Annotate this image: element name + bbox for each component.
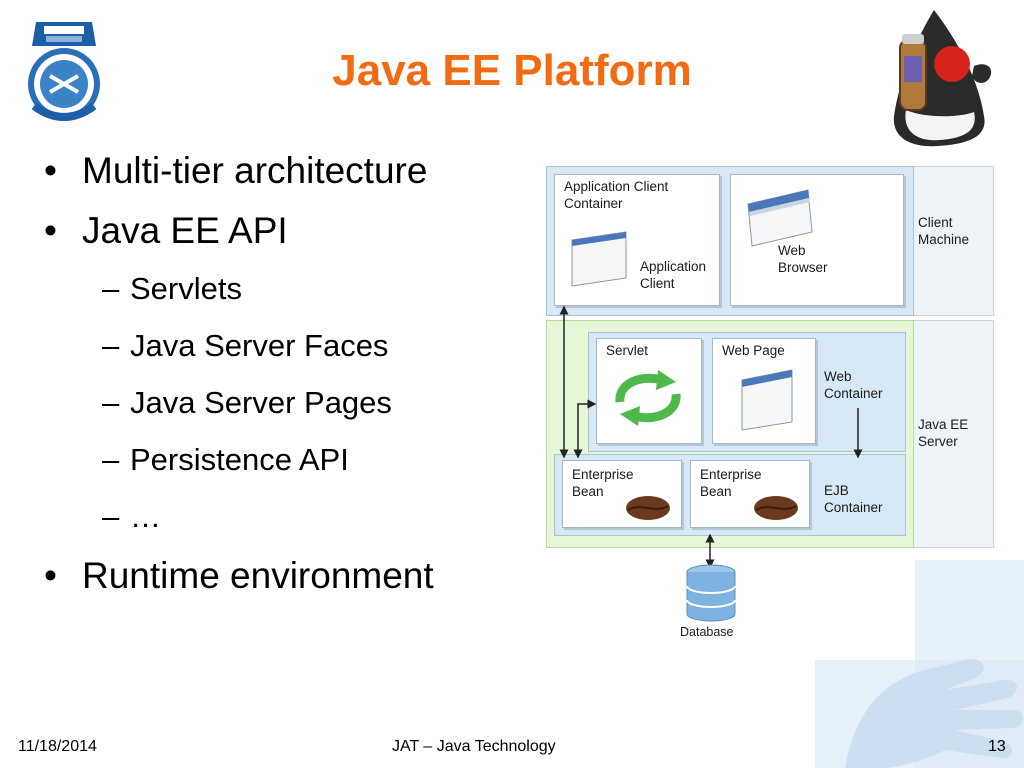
servlet-box	[596, 338, 702, 444]
bullet-item: Multi-tier architecture	[44, 152, 524, 191]
web-container-label: Web Container	[824, 369, 883, 401]
bullet-list: Multi-tier architecture Java EE API Serv…	[44, 152, 524, 617]
java-duke-mascot-icon	[893, 10, 992, 147]
database-cylinder-icon	[686, 564, 736, 622]
java-ee-architecture-diagram: Application Client Container Application…	[540, 158, 995, 648]
university-crest-icon	[28, 22, 100, 121]
bullet-item: Java EE API	[44, 212, 524, 251]
sub-bullet-item: Java Server Pages	[44, 386, 524, 421]
enterprise-bean-label-2: Enterprise Bean	[700, 467, 762, 499]
web-browser-label: Web Browser	[778, 243, 828, 275]
cycle-arrows-icon	[615, 370, 681, 426]
slide-title: Java EE Platform	[332, 46, 692, 95]
footer-title: JAT – Java Technology	[392, 738, 556, 755]
web-browser-window-icon	[747, 189, 813, 247]
database-label: Database	[680, 625, 734, 639]
connector-arrows	[559, 305, 863, 569]
footer-page-number: 13	[988, 738, 1006, 755]
sub-bullet-item: Persistence API	[44, 443, 524, 478]
sub-bullet-item: Servlets	[44, 272, 524, 307]
sub-bullet-item: …	[44, 500, 524, 535]
client-machine-label: Client Machine	[918, 215, 970, 247]
hand-watermark-decoration	[815, 560, 1024, 768]
java-ee-server-label: Java EE Server	[918, 417, 969, 449]
servlet-label: Servlet	[606, 343, 649, 358]
web-page-document-icon	[741, 369, 793, 431]
enterprise-bean-label-1: Enterprise Bean	[572, 467, 634, 499]
web-page-label: Web Page	[722, 343, 785, 358]
app-client-container-label: Application Client Container	[564, 179, 669, 211]
application-client-label: Application Client	[640, 259, 707, 291]
application-window-icon	[571, 231, 627, 287]
coffee-bean-icon	[754, 496, 798, 520]
bullet-item: Runtime environment	[44, 557, 524, 596]
coffee-bean-icon	[626, 496, 670, 520]
sub-bullet-item: Java Server Faces	[44, 329, 524, 364]
ejb-container-label: EJB Container	[824, 483, 883, 515]
footer-date: 11/18/2014	[18, 738, 97, 755]
